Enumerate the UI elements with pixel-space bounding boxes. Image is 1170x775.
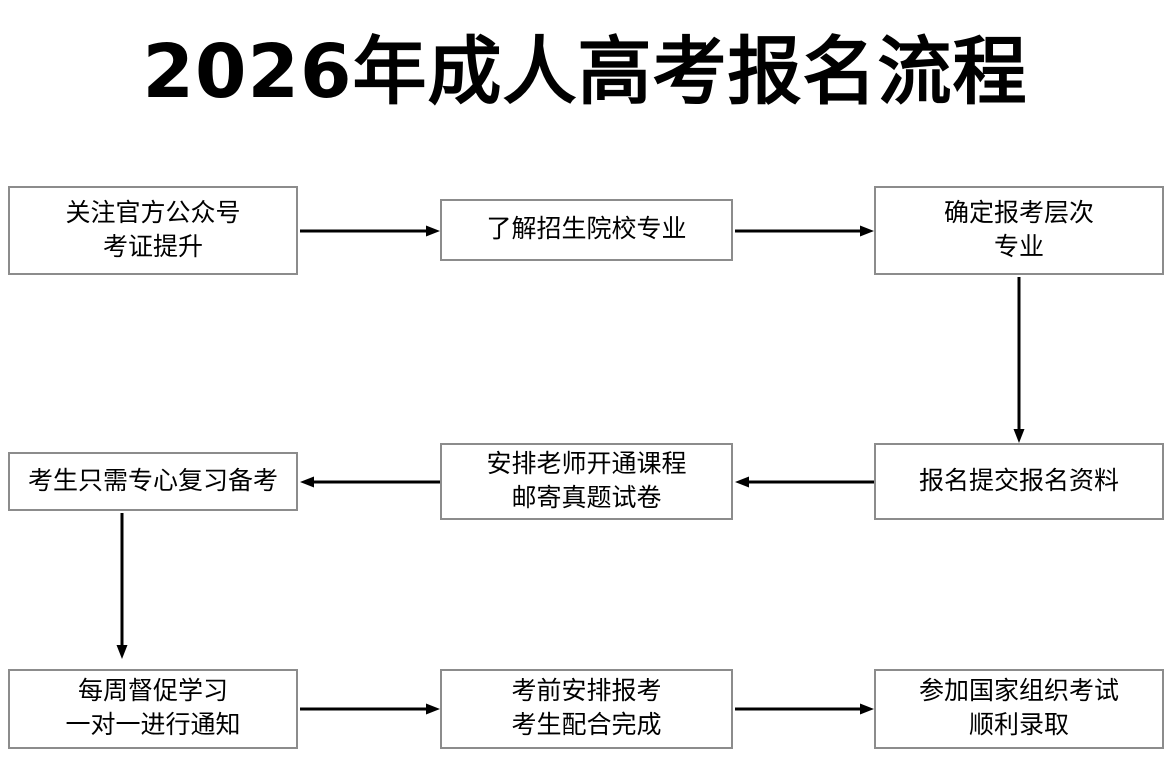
node-line-2: 考证提升	[102, 232, 203, 261]
arrow-n4-to-n5	[735, 475, 874, 489]
arrow-n8-to-n9	[735, 702, 874, 716]
page-title: 2026年成人高考报名流程	[142, 29, 1028, 115]
node-line-2: 考生配合完成	[511, 711, 662, 739]
node-line-1: 确定报考层次	[943, 198, 1094, 227]
node-line-1: 关注官方公众号	[65, 198, 241, 227]
node-line-2: 专业	[993, 232, 1044, 261]
arrow-n1-to-n2	[300, 224, 440, 238]
node-line-1: 考生只需专心复习备考	[27, 466, 278, 495]
flow-node-teacher-opens-course[interactable]: 安排老师开通课程 邮寄真题试卷	[440, 443, 733, 520]
flow-node-weekly-study-supervision[interactable]: 每周督促学习 一对一进行通知	[8, 669, 298, 749]
flow-node-learn-schools-majors[interactable]: 了解招生院校专业	[440, 199, 733, 261]
node-line-2: 邮寄真题试卷	[511, 483, 662, 512]
arrow-n6-to-n7	[115, 513, 129, 659]
node-line-1: 了解招生院校专业	[486, 215, 687, 244]
node-line-2: 顺利录取	[968, 711, 1069, 739]
arrow-n2-to-n3	[735, 224, 874, 238]
node-line-1: 每周督促学习	[77, 677, 228, 706]
flow-node-student-focus-review[interactable]: 考生只需专心复习备考	[8, 452, 298, 511]
flow-node-follow-official-account[interactable]: 关注官方公众号 考证提升	[8, 186, 298, 275]
node-line-2: 一对一进行通知	[65, 711, 241, 739]
node-line-1: 安排老师开通课程	[486, 449, 687, 478]
node-line-1: 考前安排报考	[511, 677, 662, 706]
node-line-1: 报名提交报名资料	[918, 466, 1119, 495]
flow-node-take-national-exam[interactable]: 参加国家组织考试 顺利录取	[874, 669, 1164, 749]
arrow-n3-to-n4	[1012, 277, 1026, 443]
flow-node-submit-registration-materials[interactable]: 报名提交报名资料	[874, 443, 1164, 520]
node-line-1: 参加国家组织考试	[918, 677, 1119, 706]
arrow-n7-to-n8	[300, 702, 440, 716]
arrow-n5-to-n6	[300, 475, 440, 489]
flow-node-determine-level-major[interactable]: 确定报考层次 专业	[874, 186, 1164, 275]
flow-node-pre-exam-arrangement[interactable]: 考前安排报考 考生配合完成	[440, 669, 733, 749]
